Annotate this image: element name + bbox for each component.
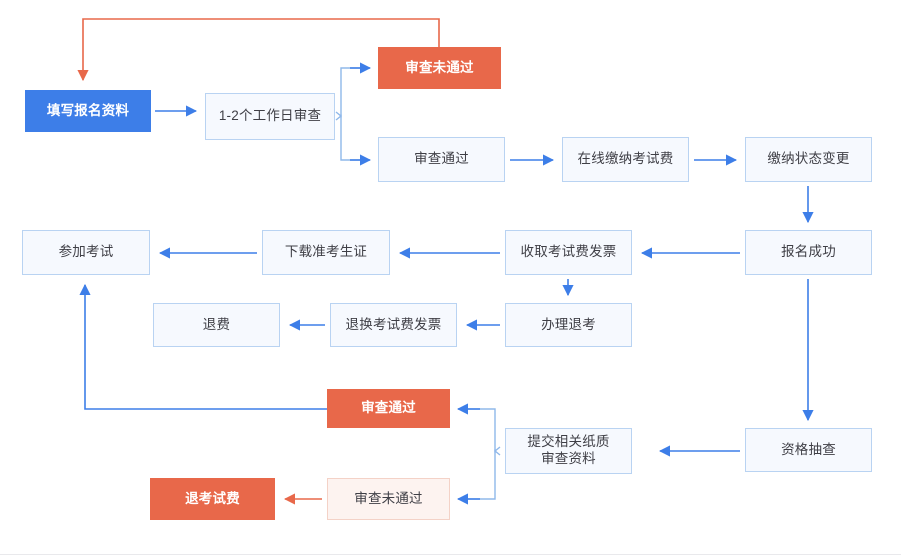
node-review-passed-2[interactable]: 审查通过 (327, 389, 450, 428)
node-get-invoice[interactable]: 收取考试费发票 (505, 230, 632, 275)
node-qualify-check[interactable]: 资格抽查 (745, 428, 872, 472)
node-fill-form[interactable]: 填写报名资料 (25, 90, 151, 132)
node-label: 审查未通过 (405, 59, 474, 75)
node-label: 收取考试费发票 (520, 244, 617, 260)
node-label: 下载准考生证 (284, 244, 368, 260)
node-label: 审查通过 (414, 151, 469, 167)
node-pay-online[interactable]: 在线缴纳考试费 (562, 137, 689, 182)
node-label: 在线缴纳考试费 (577, 151, 674, 167)
node-review-failed-1[interactable]: 审查未通过 (378, 47, 501, 89)
node-label: 缴纳状态变更 (767, 151, 850, 167)
node-label: 退费 (202, 316, 231, 332)
node-submit-papers[interactable]: 提交相关纸质 审查资料 (505, 428, 632, 474)
node-label: 参加考试 (58, 244, 114, 260)
node-label: 1-2个工作日审查 (218, 108, 322, 124)
node-cancel-exam[interactable]: 办理退考 (505, 303, 632, 347)
node-label: 审查通过 (361, 400, 416, 416)
node-label: 审查未通过 (354, 490, 423, 506)
node-review-passed-1[interactable]: 审查通过 (378, 137, 505, 182)
node-label: 资格抽查 (781, 441, 836, 457)
node-label: 填写报名资料 (46, 102, 130, 118)
node-label: 提交相关纸质 审查资料 (527, 434, 610, 466)
node-label: 退考试费 (185, 490, 240, 506)
node-return-invoice[interactable]: 退换考试费发票 (330, 303, 457, 347)
node-download-ticket[interactable]: 下载准考生证 (262, 230, 390, 275)
node-take-exam[interactable]: 参加考试 (22, 230, 150, 275)
node-refund-fee[interactable]: 退考试费 (150, 478, 275, 520)
node-pay-status[interactable]: 缴纳状态变更 (745, 137, 872, 182)
node-review-1-2-days[interactable]: 1-2个工作日审查 (205, 93, 335, 140)
node-label: 办理退考 (541, 316, 596, 332)
node-review-failed-2[interactable]: 审查未通过 (327, 478, 450, 520)
node-refund[interactable]: 退费 (153, 303, 280, 347)
node-label: 报名成功 (781, 244, 836, 260)
node-signup-success[interactable]: 报名成功 (745, 230, 872, 275)
edge-review-fork (335, 62, 372, 166)
node-label: 退换考试费发票 (345, 316, 442, 332)
edge-submit-fork (456, 403, 501, 505)
